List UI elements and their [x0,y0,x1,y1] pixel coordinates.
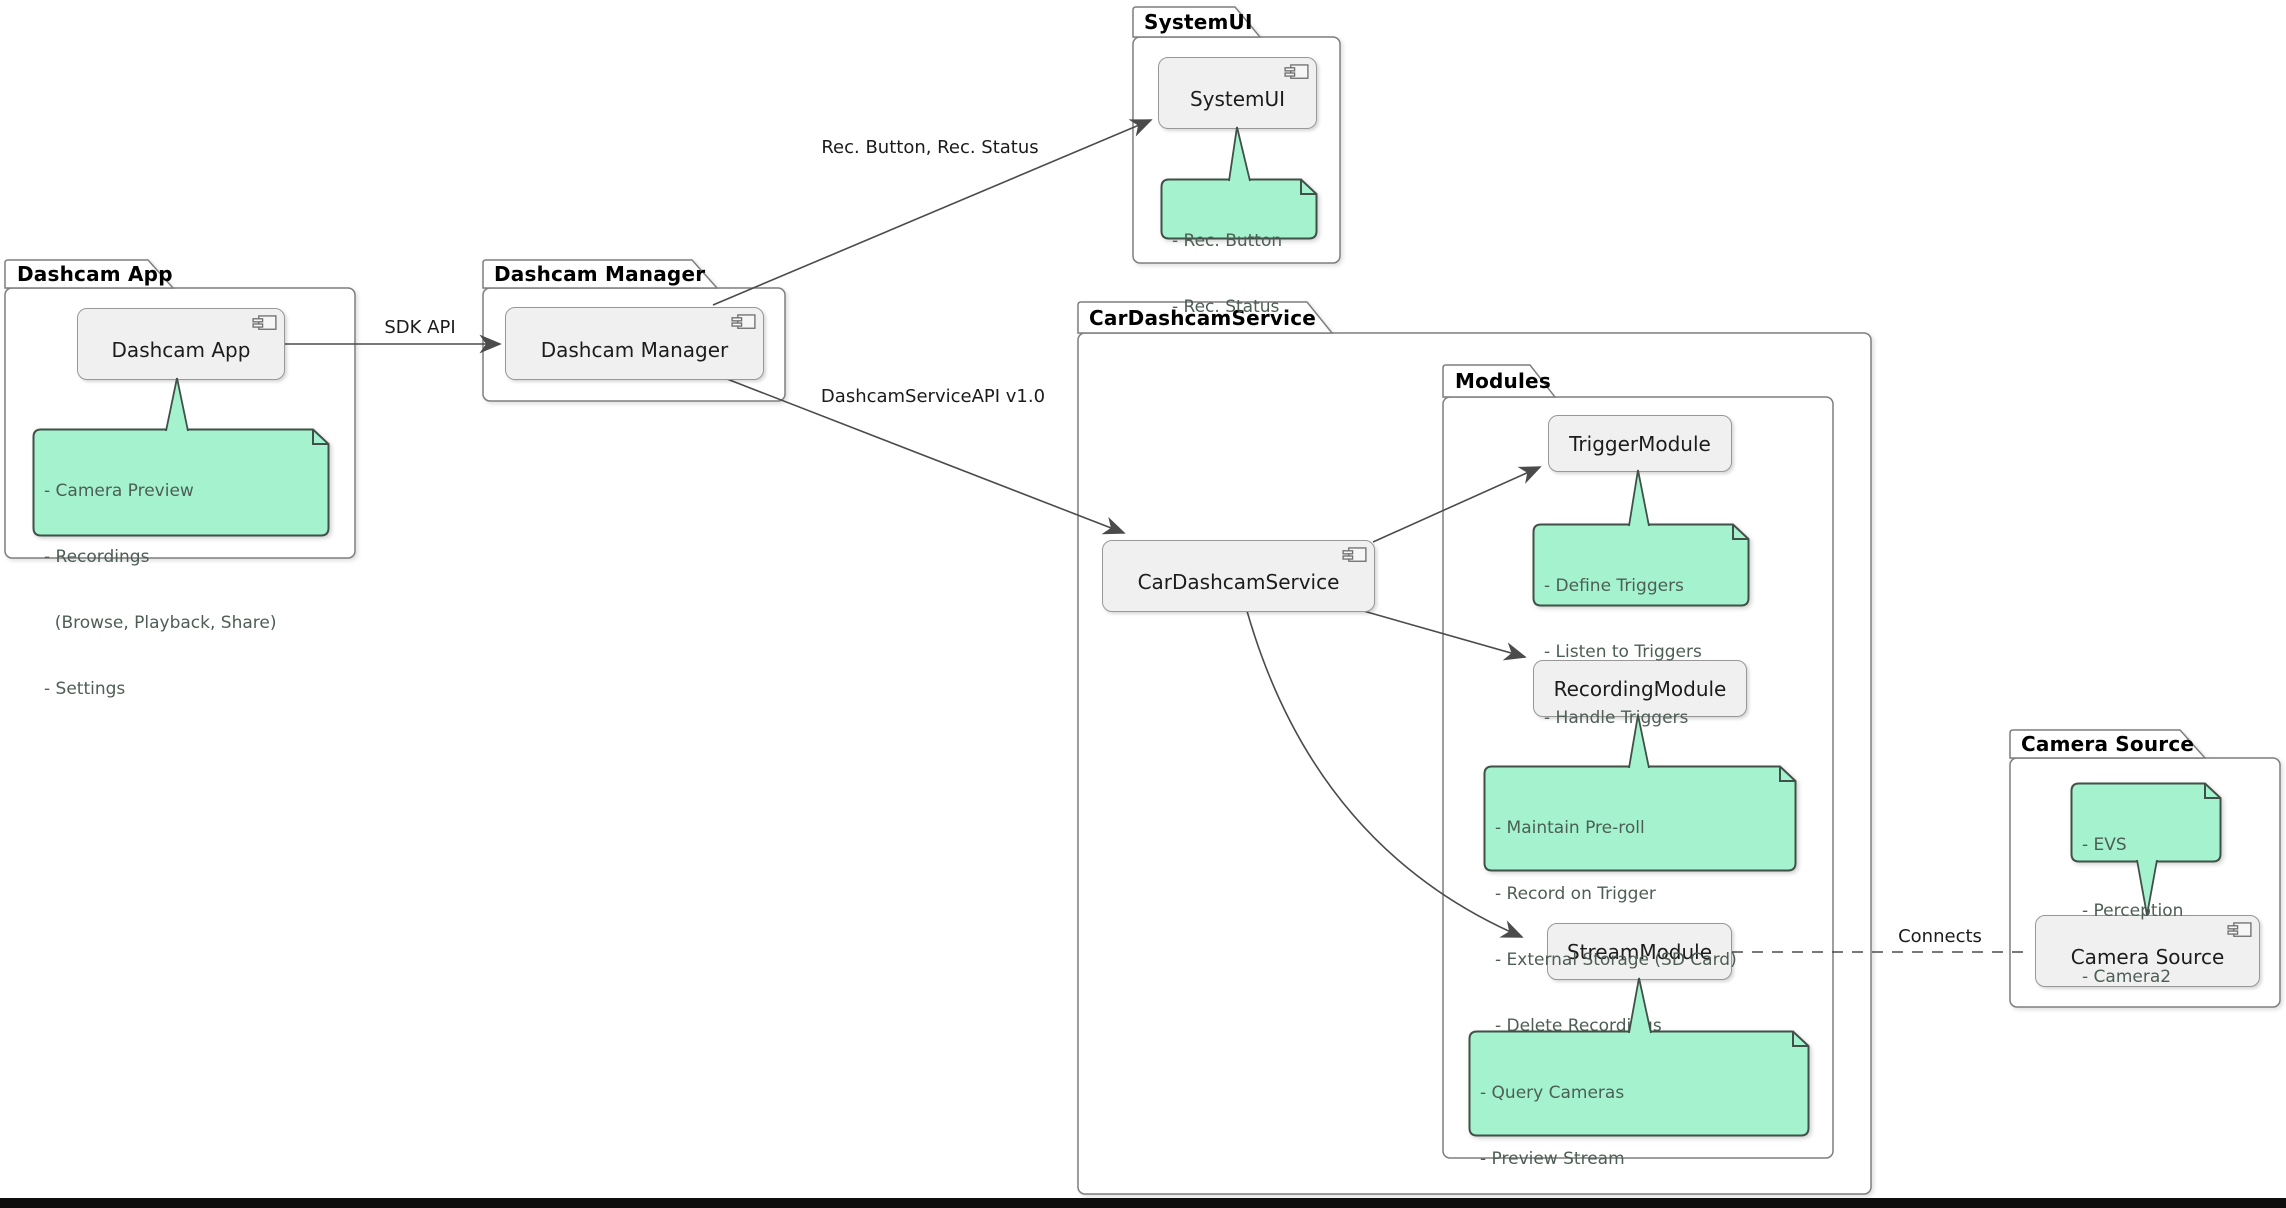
note-dashcam-app: - Camera Preview - Recordings (Browse, P… [32,428,330,699]
note-tail [1228,126,1251,182]
component-dashcam-manager: Dashcam Manager [505,307,764,380]
note-trigger-module: - Define Triggers - Listen to Triggers -… [1532,523,1750,728]
package-label-dashcam-manager: Dashcam Manager [494,262,706,286]
package-label-car-dashcam-service: CarDashcamService [1089,305,1317,330]
component-label: SystemUI [1189,87,1286,111]
note-line: - Define Triggers [1544,576,1684,596]
component-label: StreamModule [1566,939,1713,964]
note-line: (Browse, Playback, Share) [44,613,277,633]
component-trigger-module: TriggerModule [1548,415,1732,472]
package-label-camera-source: Camera Source [2021,732,2195,756]
edge-service-to-recording-module [1359,609,1527,661]
edge-label-sdk-api: SDK API [384,317,456,338]
note-line: - External Storage (SD Card) [1495,950,1737,970]
component-label: Dashcam App [111,338,251,362]
note-recording-module: - Maintain Pre-roll - Record on Trigger … [1483,765,1797,1036]
component-camera-source: Camera Source [2035,915,2260,987]
package-label-dashcam-app: Dashcam App [17,262,173,286]
package-label-modules: Modules [1455,369,1551,393]
package-label-systemui: SystemUI [1144,10,1253,34]
note-line: - Handle Triggers [1544,708,1689,728]
note-stream-module: - Query Cameras - Preview Stream - Snaps… [1468,1030,1810,1169]
component-label: Dashcam Manager [540,337,729,362]
component-recording-module: RecordingModule [1533,660,1747,717]
note-systemui: - Rec. Button - Rec. Status [1160,178,1318,317]
note-line: - Preview Stream [1480,1149,1625,1169]
note-line: - Camera Preview [44,481,194,501]
component-icon [731,314,756,329]
edge-service-to-trigger-module [1372,466,1542,543]
component-label: TriggerModule [1569,431,1711,456]
note-line: - Camera2 [2082,967,2172,987]
component-icon [1284,64,1309,79]
note-line: - Recordings [44,547,150,567]
note-line: - Record on Trigger [1495,884,1656,904]
component-icon [252,315,277,330]
note-line: - Query Cameras [1480,1083,1625,1103]
note-tail [1628,469,1650,527]
note-line: - Rec. Button [1172,231,1283,251]
note-tail [165,377,189,432]
note-line: - Settings [44,679,126,699]
note-line: - EVS [2082,835,2127,855]
edge-label-connects: Connects [1898,926,1982,947]
note-line: - Rec. Status [1172,297,1280,317]
component-icon [2227,922,2252,937]
component-label: CarDashcamService [1137,570,1340,594]
component-icon [1342,547,1367,562]
note-camera-source: - EVS - Perception - Camera2 [2070,782,2222,987]
note-line: - Maintain Pre-roll [1495,818,1645,838]
edge-label-rec-ui: Rec. Button, Rec. Status [821,137,1039,158]
bottom-bar [0,1198,2286,1208]
component-dashcam-app: Dashcam App [77,308,285,380]
component-systemui: SystemUI [1158,57,1317,129]
component-label: RecordingModule [1553,676,1727,701]
note-line: - Listen to Triggers [1544,642,1702,662]
edge-service-to-stream-module [1246,610,1524,938]
component-label: Camera Source [2070,945,2225,969]
edge-label-service-api: DashcamServiceAPI v1.0 [820,386,1046,407]
component-stream-module: StreamModule [1547,923,1732,980]
note-line: - Perception [2082,901,2184,921]
component-car-dashcam-service: CarDashcamService [1102,540,1375,612]
